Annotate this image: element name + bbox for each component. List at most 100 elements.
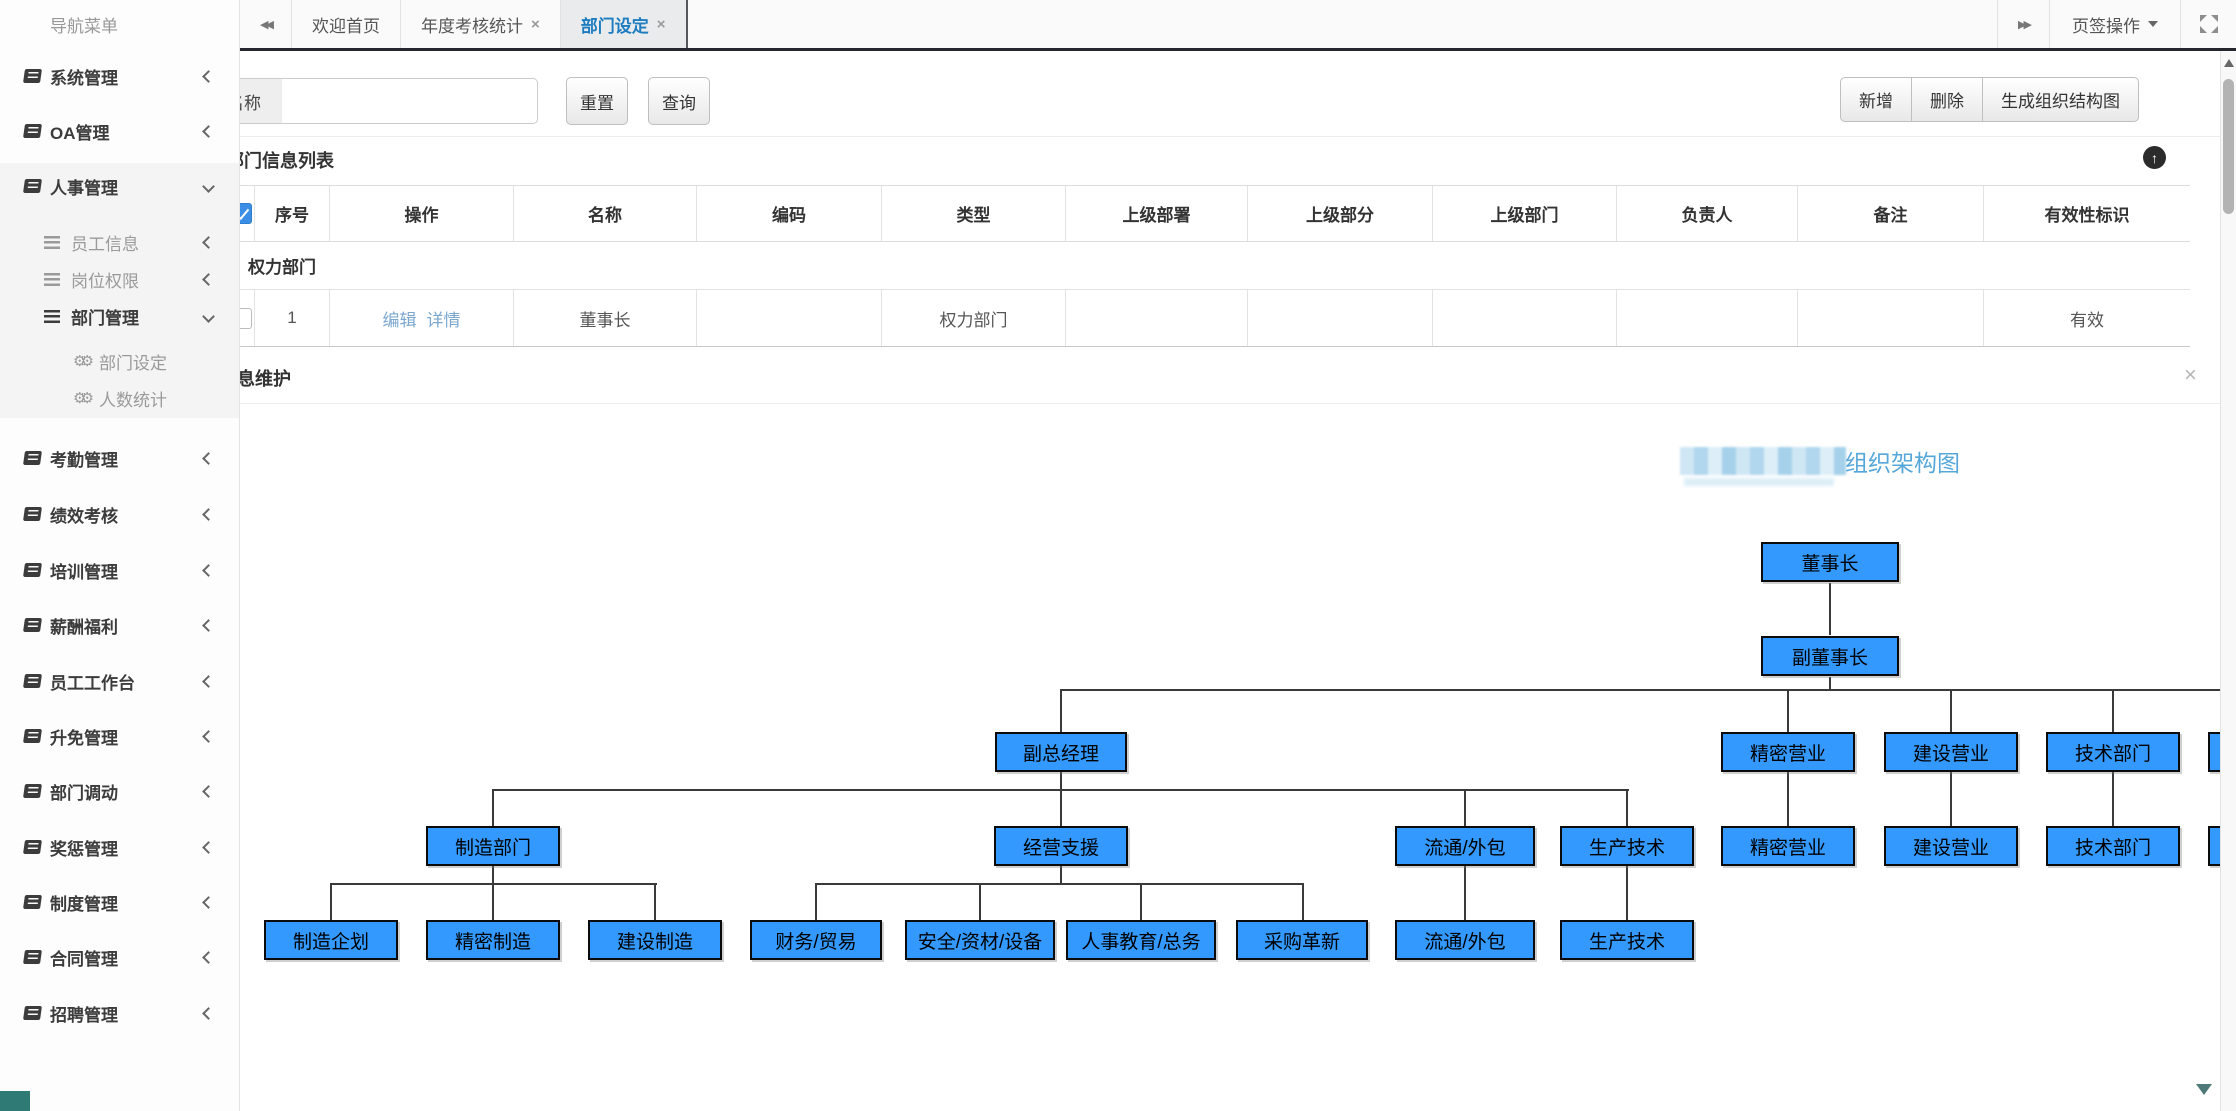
org-node-建设营业: 建设营业 xyxy=(1884,732,2018,772)
menu-icon xyxy=(44,272,60,286)
chevron-left-icon xyxy=(202,674,215,688)
column-header-负责人: 负责人 xyxy=(1617,186,1798,241)
chevron-left-icon xyxy=(202,618,215,632)
org-connector-line xyxy=(1829,677,1831,690)
sidebar-item-合同管理[interactable]: 合同管理 xyxy=(0,942,239,972)
org-connector-line xyxy=(492,791,494,826)
sidebar-item-考勤管理[interactable]: 考勤管理 xyxy=(0,443,239,473)
sidebar-item-label: 招聘管理 xyxy=(50,1005,118,1025)
sidebar-item-人事管理[interactable]: 人事管理 xyxy=(0,171,239,201)
book-icon xyxy=(23,784,42,798)
org-node-生产技术: 生产技术 xyxy=(1560,826,1694,866)
sidebar-item-薪酬福利[interactable]: 薪酬福利 xyxy=(0,610,239,640)
org-connector-line xyxy=(1464,866,1466,920)
scroll-tabs-left-button[interactable]: ◀◀ xyxy=(240,0,292,48)
close-icon[interactable]: × xyxy=(531,15,540,33)
row-cell-编码 xyxy=(697,290,882,346)
reset-button[interactable]: 重置 xyxy=(566,77,628,125)
tab-operations-dropdown[interactable]: 页签操作 xyxy=(2049,0,2180,48)
org-connector-line xyxy=(2112,691,2114,732)
sidebar-item-招聘管理[interactable]: 招聘管理 xyxy=(0,998,239,1028)
org-connector-line xyxy=(1950,772,1952,826)
sidebar-item-员工工作台[interactable]: 员工工作台 xyxy=(0,666,239,696)
book-icon xyxy=(23,451,42,465)
detail-link[interactable]: 详情 xyxy=(426,310,461,330)
delete-button[interactable]: 删除 xyxy=(1911,77,1982,122)
sidebar-item-系统管理[interactable]: 系统管理 xyxy=(0,61,239,91)
chevron-left-icon xyxy=(202,235,215,249)
sidebar-item-部门管理[interactable]: 部门管理 xyxy=(0,301,239,331)
add-button[interactable]: 新增 xyxy=(1840,77,1911,122)
search-input[interactable] xyxy=(282,78,538,124)
sidebar-active-section-background xyxy=(0,163,239,418)
sidebar-item-升免管理[interactable]: 升免管理 xyxy=(0,721,239,751)
sidebar-item-label: 人数统计 xyxy=(99,390,167,410)
tab-annual-assessment[interactable]: 年度考核统计 × xyxy=(401,0,561,48)
tab-label: 年度考核统计 xyxy=(421,16,523,36)
row-cell-备注 xyxy=(1798,290,1984,346)
org-node-安全/资材/设备: 安全/资材/设备 xyxy=(905,920,1055,960)
sidebar-item-部门设定[interactable]: ⚙⚙部门设定 xyxy=(0,346,239,376)
sidebar-item-员工信息[interactable]: 员工信息 xyxy=(0,227,239,257)
fullscreen-button[interactable] xyxy=(2180,0,2236,48)
collapse-panel-icon[interactable]: ↑ xyxy=(2143,146,2166,169)
org-node-制造部门: 制造部门 xyxy=(426,826,560,866)
org-connector-line xyxy=(1302,885,1304,920)
menu-icon xyxy=(44,235,60,249)
sidebar-item-label: 部门管理 xyxy=(71,308,139,328)
org-connector-line xyxy=(492,885,494,920)
org-connector-line xyxy=(979,885,981,920)
tab-operations-label: 页签操作 xyxy=(2072,16,2140,36)
chevron-left-icon xyxy=(202,729,215,743)
org-connector-line xyxy=(1829,583,1831,635)
org-node-副董事长: 副董事长 xyxy=(1761,636,1899,676)
org-node-生产技术: 生产技术 xyxy=(1560,920,1694,960)
book-icon xyxy=(23,124,42,138)
org-connector-line xyxy=(1626,866,1628,920)
close-icon[interactable]: × xyxy=(656,15,666,33)
book-icon xyxy=(23,674,42,688)
tab-department-setup[interactable]: 部门设定 × xyxy=(560,0,688,48)
org-chart-title: 组织架构图 xyxy=(1845,450,1960,476)
tab-label: 欢迎首页 xyxy=(312,16,380,36)
sidebar-item-人数统计[interactable]: ⚙⚙ 人数统计 xyxy=(0,383,239,413)
sidebar-item-OA管理[interactable]: OA管理 xyxy=(0,116,239,146)
close-icon[interactable]: × xyxy=(2184,362,2197,387)
sidebar-title: 导航菜单 xyxy=(50,17,118,36)
scroll-tabs-right-button[interactable]: ▶▶ xyxy=(1997,0,2049,48)
scrollbar-thumb[interactable] xyxy=(2223,79,2234,214)
book-icon xyxy=(23,507,42,521)
table-action-button-group: 新增 删除 生成组织结构图 xyxy=(1840,77,2139,122)
org-node-董事长: 董事长 xyxy=(1761,542,1899,582)
sidebar-item-奖惩管理[interactable]: 奖惩管理 xyxy=(0,832,239,862)
chevron-down-icon xyxy=(202,309,215,323)
sidebar-corner-handle[interactable] xyxy=(0,1091,30,1111)
edit-link[interactable]: 编辑 xyxy=(382,310,417,330)
org-node-流通/外包: 流通/外包 xyxy=(1395,920,1535,960)
gears-icon: ⚙⚙ xyxy=(73,388,94,407)
chevron-left-icon xyxy=(202,563,215,577)
tab-welcome[interactable]: 欢迎首页 xyxy=(292,0,401,48)
generate-org-chart-button[interactable]: 生成组织结构图 xyxy=(1982,77,2139,122)
scroll-up-arrow-icon[interactable] xyxy=(2224,59,2234,67)
sidebar-item-制度管理[interactable]: 制度管理 xyxy=(0,887,239,917)
sidebar-item-绩效考核[interactable]: 绩效考核 xyxy=(0,499,239,529)
query-button[interactable]: 查询 xyxy=(648,77,710,125)
org-connector-line xyxy=(1787,772,1789,826)
sidebar-item-部门调动[interactable]: 部门调动 xyxy=(0,776,239,806)
sidebar-item-label: 制度管理 xyxy=(50,894,118,914)
column-header-上级部署: 上级部署 xyxy=(1066,186,1248,241)
sidebar-item-label: 升免管理 xyxy=(50,728,118,748)
sidebar-item-岗位权限[interactable]: 岗位权限 xyxy=(0,264,239,294)
table-group-row[interactable]: 权力部门 xyxy=(228,242,2190,290)
org-connector-line xyxy=(1060,866,1062,884)
org-connector-line xyxy=(1950,691,1952,732)
sidebar-item-label: 考勤管理 xyxy=(50,450,118,470)
sidebar-item-培训管理[interactable]: 培训管理 xyxy=(0,555,239,585)
chevron-down-icon xyxy=(202,179,215,193)
column-header-有效性标识: 有效性标识 xyxy=(2044,206,2130,225)
org-connector-line xyxy=(1060,689,2236,691)
vertical-scrollbar[interactable] xyxy=(2220,51,2236,1111)
sidebar-item-label: 岗位权限 xyxy=(71,271,139,291)
